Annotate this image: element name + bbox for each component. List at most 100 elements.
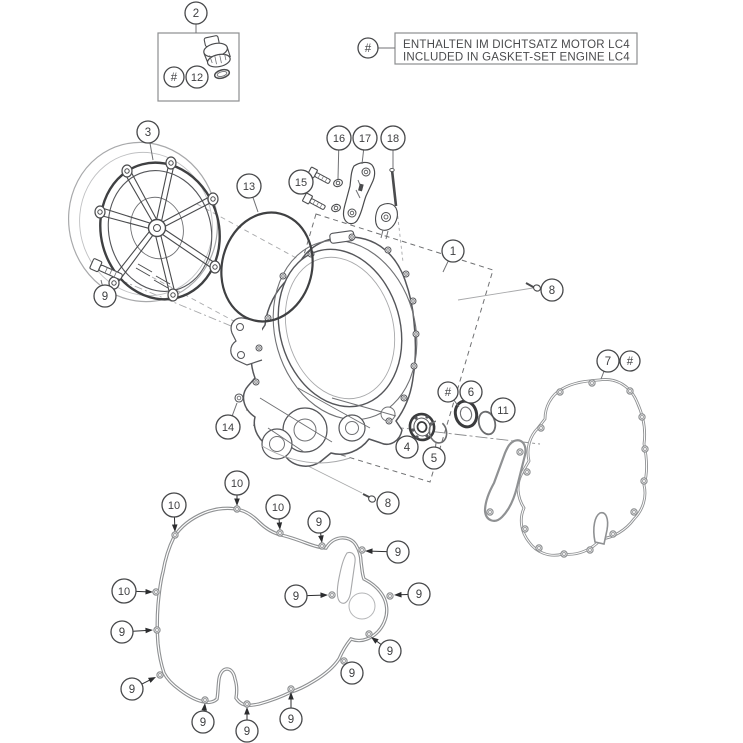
svg-text:16: 16 [333, 133, 345, 145]
shaft-seal-part [453, 399, 479, 429]
svg-text:17: 17 [359, 133, 371, 145]
callout-8-bottom[interactable]: 8 [376, 491, 400, 515]
callout-10-a[interactable]: 10 [161, 492, 187, 532]
callout-1[interactable]: 1 [441, 239, 465, 273]
callout-14[interactable]: 14 [215, 402, 241, 440]
circlip-part [428, 420, 448, 444]
callout-15[interactable]: 15 [288, 169, 314, 195]
small-parts-group [302, 161, 398, 240]
callout-4[interactable]: 4 [395, 435, 419, 459]
svg-text:9: 9 [119, 627, 125, 639]
callout-9-g7[interactable]: 9 [279, 692, 303, 731]
note-line-en: INCLUDED IN GASKET-SET ENGINE LC4 [403, 52, 630, 64]
callout-10-left[interactable]: 10 [111, 578, 153, 604]
water-pump-passage [336, 551, 356, 604]
callout-7[interactable]: 7 [596, 349, 620, 380]
callout-9-cover[interactable]: 9 [93, 279, 117, 308]
svg-text:15: 15 [295, 177, 307, 189]
callout-9-g6[interactable]: 9 [340, 661, 364, 685]
svg-text:7: 7 [605, 356, 611, 368]
svg-text:9: 9 [200, 717, 206, 729]
callout-9-g3[interactable]: 9 [284, 584, 328, 608]
svg-text:9: 9 [387, 646, 393, 658]
washer-16b-part [331, 203, 341, 213]
svg-text:9: 9 [349, 668, 355, 680]
crankcase-part [230, 230, 420, 467]
svg-text:12: 12 [191, 72, 203, 84]
callout-9-g4[interactable]: 9 [394, 582, 431, 606]
svg-text:8: 8 [549, 285, 555, 297]
washer-16a-part [333, 178, 343, 188]
callout-hash-gasket[interactable]: # [619, 350, 641, 372]
svg-text:14: 14 [222, 422, 234, 434]
callout-9-g1[interactable]: 9 [307, 510, 331, 543]
svg-text:11: 11 [497, 405, 508, 417]
plug-o-ring-part [213, 68, 231, 80]
callout-hash-seal[interactable]: # [437, 381, 460, 408]
pin-18-part [375, 167, 398, 240]
note-line-de: ENTHALTEN IM DICHTSATZ MOTOR LC4 [403, 39, 630, 51]
outer-cover-gasket-part [483, 378, 649, 558]
bracket-17-part [342, 161, 376, 225]
callout-16[interactable]: 16 [326, 125, 352, 180]
callout-9-g2[interactable]: 9 [365, 540, 410, 564]
bolt-15b-part [302, 192, 326, 210]
svg-text:9: 9 [416, 589, 422, 601]
svg-text:10: 10 [231, 478, 243, 490]
callout-9-g5[interactable]: 9 [371, 637, 402, 663]
svg-text:1: 1 [450, 246, 456, 258]
svg-text:9: 9 [244, 726, 250, 738]
callout-8-right[interactable]: 8 [540, 278, 564, 302]
bolt-8-bottom-part [362, 493, 376, 503]
svg-text:9: 9 [395, 547, 401, 559]
svg-text:10: 10 [168, 500, 180, 512]
svg-text:13: 13 [243, 181, 255, 193]
o-ring-11-part [477, 410, 497, 436]
svg-text:10: 10 [118, 586, 130, 598]
svg-text:#: # [365, 43, 372, 55]
svg-text:4: 4 [404, 442, 411, 454]
svg-text:2: 2 [193, 8, 199, 20]
callout-13[interactable]: 13 [236, 173, 262, 213]
callout-6[interactable]: 6 [459, 380, 483, 404]
callout-2[interactable]: 2 [184, 1, 208, 33]
gasket-pump-finger [483, 439, 527, 522]
svg-text:#: # [445, 387, 452, 399]
callout-3[interactable]: 3 [136, 120, 160, 161]
cover-bolt-part [89, 258, 123, 280]
svg-text:#: # [627, 356, 634, 368]
svg-text:9: 9 [316, 517, 322, 529]
callout-hash-kit[interactable]: # [163, 66, 185, 88]
callout-9-g9[interactable]: 9 [191, 703, 215, 734]
callout-10-b[interactable]: 10 [224, 470, 250, 506]
callout-18[interactable]: 18 [380, 125, 406, 169]
svg-text:9: 9 [129, 684, 135, 696]
callout-hash-note[interactable]: # [357, 37, 395, 59]
svg-text:9: 9 [293, 591, 299, 603]
oil-plug-part [203, 35, 231, 68]
callout-17[interactable]: 17 [352, 125, 378, 165]
callout-5[interactable]: 5 [422, 442, 446, 470]
gasket-note-box: ENTHALTEN IM DICHTSATZ MOTOR LC4 INCLUDE… [394, 32, 638, 65]
clutch-cover-part [67, 141, 221, 303]
bearing-group [408, 399, 497, 444]
callout-10-c[interactable]: 10 [265, 494, 291, 530]
bolt-8-right-part [525, 282, 541, 292]
callout-11[interactable]: 11 [490, 397, 516, 423]
svg-text:3: 3 [145, 127, 151, 139]
callout-12[interactable]: 12 [185, 65, 209, 89]
svg-text:5: 5 [431, 453, 437, 465]
clutch-cover-gasket-part [152, 505, 394, 708]
o-ring-part [220, 211, 314, 323]
callout-9-g11[interactable]: 9 [110, 620, 153, 644]
callout-9-g8[interactable]: 9 [235, 707, 259, 743]
svg-text:9: 9 [102, 291, 108, 303]
callout-9-g10[interactable]: 9 [120, 677, 156, 701]
svg-text:10: 10 [272, 502, 284, 514]
svg-text:#: # [171, 72, 178, 84]
svg-text:9: 9 [288, 714, 294, 726]
bearing-part [408, 412, 436, 442]
